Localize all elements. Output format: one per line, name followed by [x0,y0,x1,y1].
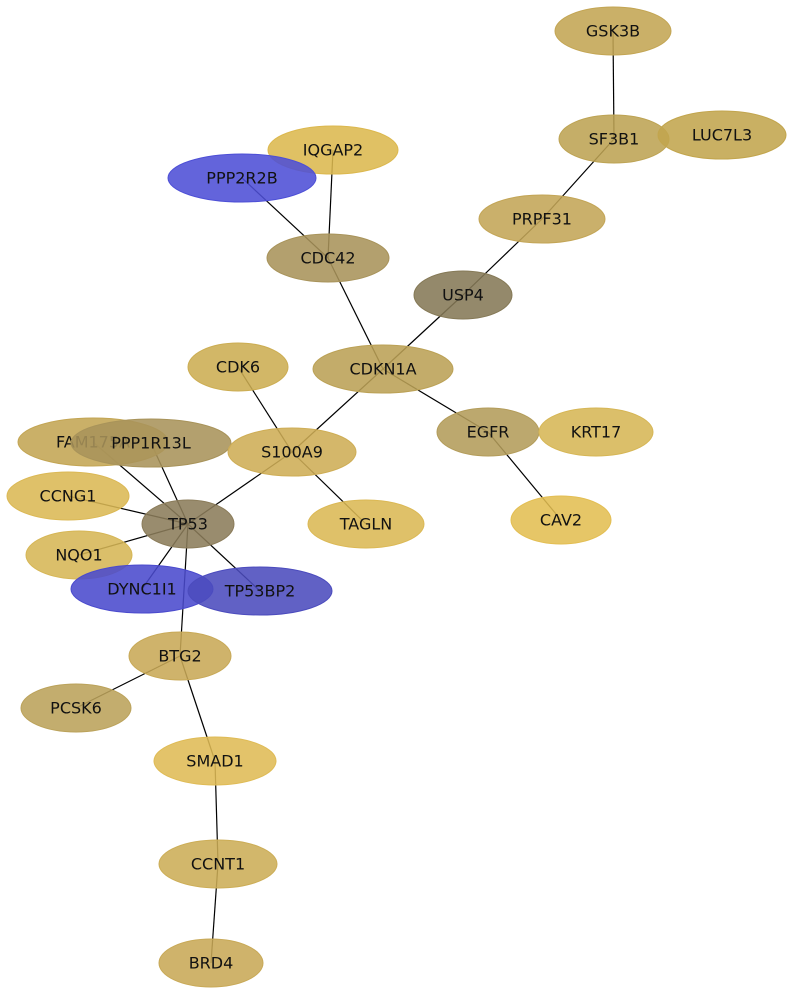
node-shape [510,495,612,545]
node-shape [187,342,289,392]
node-label: IQGAP2 [303,141,363,160]
node-shape [158,938,264,988]
node-cdk6[interactable]: CDK6 [187,342,289,392]
node-ccng1[interactable]: CCNG1 [6,471,130,521]
node-label: PCSK6 [50,699,102,718]
node-luc7l3[interactable]: LUC7L3 [657,110,787,160]
node-label: PPP2R2B [206,169,277,188]
node-label: S100A9 [261,443,323,462]
node-ccnt1[interactable]: CCNT1 [158,839,278,889]
node-label: CDC42 [300,249,355,268]
node-btg2[interactable]: BTG2 [128,631,232,681]
node-tp53bp2[interactable]: TP53BP2 [187,566,333,616]
node-label: TAGLN [339,515,392,534]
node-cav2[interactable]: CAV2 [510,495,612,545]
node-shape [312,344,454,394]
node-pcsk6[interactable]: PCSK6 [20,683,132,733]
node-shape [141,499,235,549]
node-label: KRT17 [571,423,622,442]
node-label: CDKN1A [349,360,416,379]
node-tp53[interactable]: TP53 [141,499,235,549]
node-gsk3b[interactable]: GSK3B [554,6,672,56]
node-prpf31[interactable]: PRPF31 [478,194,606,244]
node-label: PRPF31 [512,210,572,229]
node-egfr[interactable]: EGFR [436,407,540,457]
node-shape [227,427,357,477]
node-cdc42[interactable]: CDC42 [266,233,390,283]
node-label: BRD4 [189,954,234,973]
node-shape [6,471,130,521]
node-shape [657,110,787,160]
node-smad1[interactable]: SMAD1 [153,736,277,786]
node-ppp2r2b[interactable]: PPP2R2B [167,153,317,203]
node-shape [266,233,390,283]
node-shape [167,153,317,203]
node-label: CCNG1 [40,487,97,506]
node-label: EGFR [467,423,510,442]
node-shape [20,683,132,733]
node-ppp1r13l[interactable]: PPP1R13L [70,418,232,468]
node-shape [153,736,277,786]
node-shape [158,839,278,889]
node-dync1i1[interactable]: DYNC1I1 [70,564,214,614]
node-label: TP53BP2 [224,582,296,601]
node-s100a9[interactable]: S100A9 [227,427,357,477]
node-label: SF3B1 [589,130,640,149]
node-label: TP53 [167,515,208,534]
node-iqgap2[interactable]: IQGAP2 [267,125,399,175]
node-shape [554,6,672,56]
node-label: CDK6 [216,358,260,377]
node-nqo1[interactable]: NQO1 [25,530,133,580]
node-label: PPP1R13L [111,434,191,453]
node-label: BTG2 [158,647,201,666]
node-label: NQO1 [55,546,102,565]
node-label: CCNT1 [191,855,245,874]
node-tagln[interactable]: TAGLN [307,499,425,549]
node-shape [538,407,654,457]
node-cdkn1a[interactable]: CDKN1A [312,344,454,394]
node-krt17[interactable]: KRT17 [538,407,654,457]
node-label: USP4 [442,286,484,305]
node-label: GSK3B [586,22,640,41]
node-label: DYNC1I1 [107,580,176,599]
node-shape [187,566,333,616]
node-usp4[interactable]: USP4 [413,270,513,320]
node-shape [128,631,232,681]
node-shape [478,194,606,244]
node-shape [267,125,399,175]
node-brd4[interactable]: BRD4 [158,938,264,988]
node-label: CAV2 [540,511,582,530]
node-shape [307,499,425,549]
node-sf3b1[interactable]: SF3B1 [558,114,670,164]
node-shape [413,270,513,320]
node-label: SMAD1 [186,752,243,771]
node-label: LUC7L3 [692,126,752,145]
node-shape [70,418,232,468]
